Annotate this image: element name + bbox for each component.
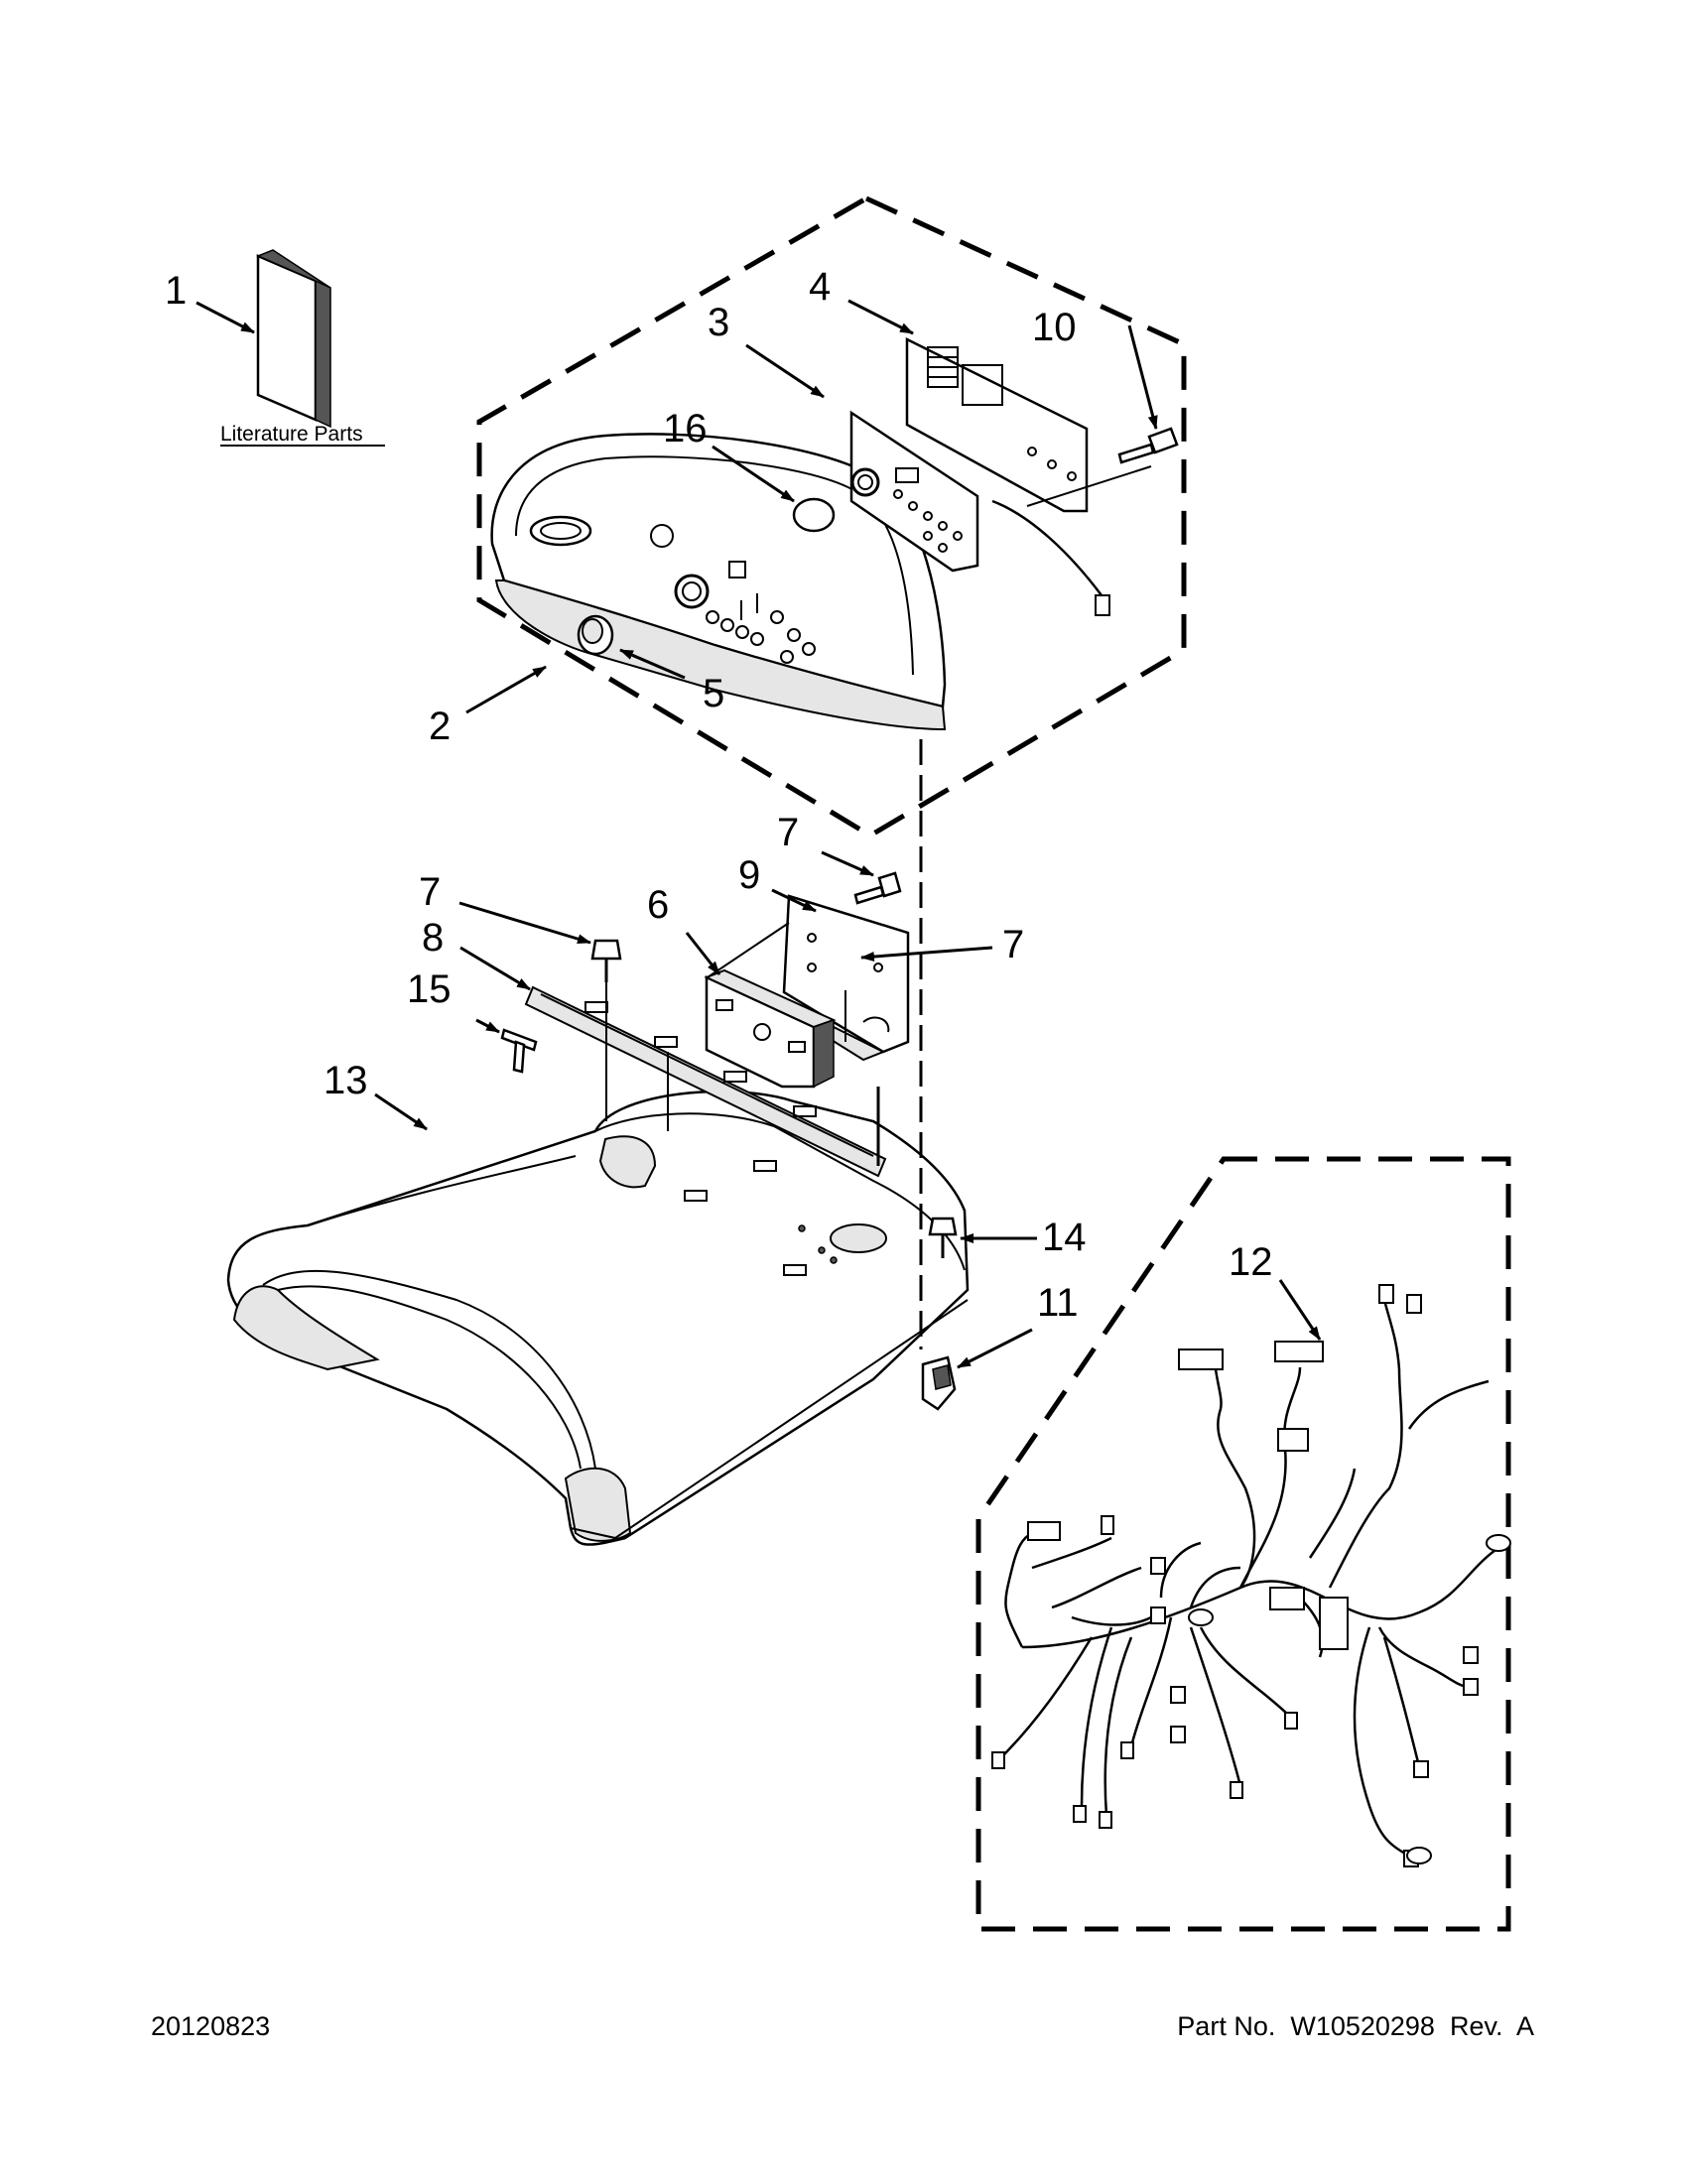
main-top	[226, 1090, 970, 1546]
leader-arrows	[195, 299, 1322, 1369]
console-panel	[490, 433, 947, 731]
callout-11: 11	[1037, 1281, 1079, 1325]
callout-10: 10	[1032, 306, 1077, 349]
label-disk	[792, 497, 836, 533]
callout-6: 6	[647, 883, 669, 927]
electronic-control-board	[905, 336, 1089, 513]
screw-7-top	[853, 871, 902, 905]
callout-15: 15	[407, 967, 452, 1011]
control-board-connector	[1095, 594, 1110, 616]
callout-1: 1	[165, 269, 187, 313]
console-knob	[577, 614, 614, 656]
control-board-harness-lead	[991, 499, 1109, 611]
callout-13: 13	[324, 1059, 368, 1102]
literature-parts-label: Literature Parts	[220, 423, 363, 446]
alignment-line-module	[707, 922, 790, 978]
callout-7a: 7	[419, 870, 441, 914]
callout-14: 14	[1042, 1216, 1087, 1259]
callout-4: 4	[809, 265, 831, 309]
wire-harness	[991, 1284, 1511, 1867]
callout-7b: 7	[777, 811, 799, 854]
small-bracket	[500, 1028, 538, 1074]
callout-12: 12	[1229, 1240, 1273, 1284]
screw-14	[928, 1217, 958, 1258]
screw-7-left	[590, 939, 622, 982]
footer-part-number: Part No. W10520298 Rev. A	[1177, 2011, 1534, 2041]
user-interface-board	[849, 410, 979, 573]
leveling-clip	[921, 1355, 957, 1411]
callout-5: 5	[703, 672, 724, 715]
callout-16: 16	[663, 407, 708, 450]
callout-8: 8	[422, 916, 444, 960]
callout-3: 3	[708, 301, 729, 344]
callout-7c: 7	[1002, 923, 1024, 966]
control-module	[704, 968, 837, 1089]
board-mount-line	[1026, 465, 1152, 507]
callout-2: 2	[429, 705, 451, 748]
end-cap-bracket	[524, 985, 887, 1178]
console-assembly-boundary	[476, 195, 1187, 838]
literature-parts-booklet	[256, 249, 331, 429]
board-screw	[1117, 427, 1179, 464]
footer-date-code: 20120823	[151, 2011, 270, 2041]
wire-harness-boundary	[975, 1156, 1511, 1932]
callout-9: 9	[738, 853, 760, 897]
